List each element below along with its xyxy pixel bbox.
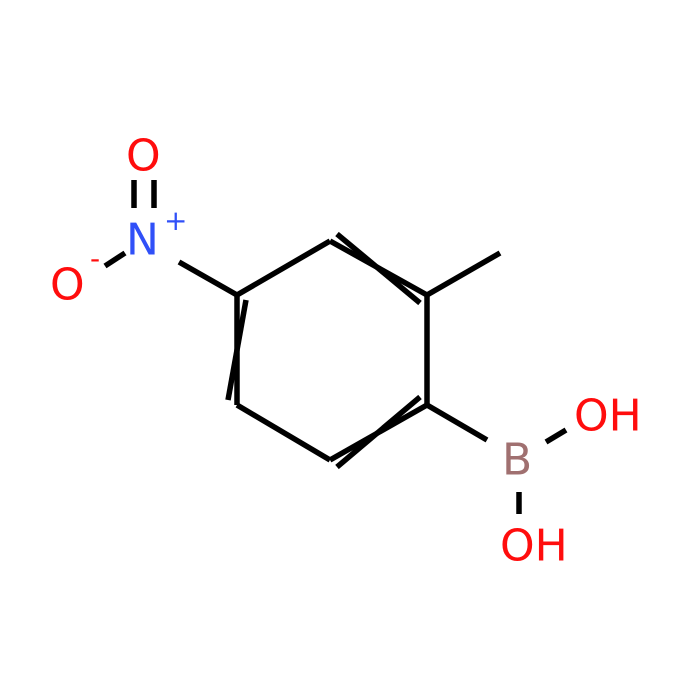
ring-bond-c1-c2	[235, 238, 332, 298]
ring-bond-c4-c5-inner	[335, 394, 422, 470]
b-oh-right-bond	[544, 427, 568, 445]
oxygen-left-label: O	[50, 260, 85, 311]
oxygen-top-label: O	[126, 131, 161, 182]
hydroxyl-right-label: OH	[574, 391, 642, 442]
c-n-bond	[177, 259, 239, 298]
nitrogen-charge: +	[164, 204, 187, 237]
ring-bond-c6-c1-inner	[225, 299, 249, 401]
ring-bond-c2-c3-inner	[335, 231, 422, 306]
oxygen-left-charge: -	[90, 242, 100, 275]
c-b-bond	[425, 402, 489, 443]
bonds	[103, 180, 568, 514]
hydroxyl-bottom-label: OH	[500, 521, 568, 572]
methyl-bond	[425, 250, 502, 298]
atom-labels: O N + O - B OH OH	[50, 131, 642, 572]
boron-label: B	[502, 435, 532, 486]
nitrogen-label: N	[126, 215, 159, 266]
n-o-single-bond	[103, 250, 127, 269]
ring-bond-c5-c6	[235, 402, 332, 463]
